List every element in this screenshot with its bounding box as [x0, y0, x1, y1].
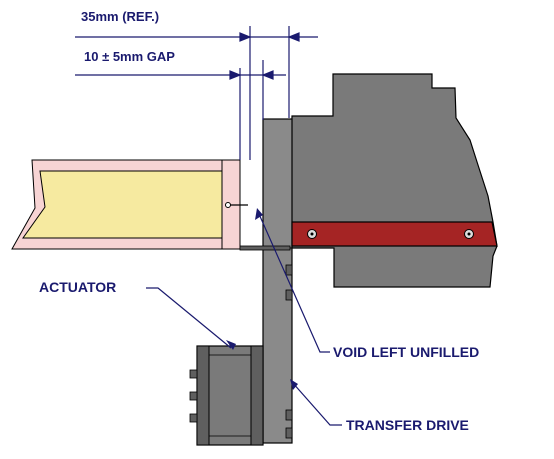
base-strip	[239, 245, 291, 251]
dimension-35mm	[75, 26, 318, 160]
leader-transfer-drive	[291, 381, 342, 426]
actuator	[189, 345, 264, 446]
leader-void	[258, 213, 330, 353]
transfer-drive-label: TRANSFER DRIVE	[346, 417, 469, 433]
red-strap	[291, 221, 498, 247]
transfer-drive-plate	[262, 118, 293, 444]
dimension-gap	[75, 60, 286, 160]
gap-dimension-label: 10 ± 5mm GAP	[84, 49, 175, 64]
drive-housing	[289, 73, 498, 288]
leader-transfer-arrow	[290, 379, 298, 390]
leader-actuator	[146, 287, 232, 349]
leader-void-arrow	[255, 208, 263, 220]
actuator-label: ACTUATOR	[39, 279, 116, 295]
wall-panel	[11, 159, 248, 250]
leader-actuator-arrow	[226, 340, 236, 350]
ref-dimension-label: 35mm (REF.)	[81, 9, 159, 24]
void-label: VOID LEFT UNFILLED	[333, 344, 479, 360]
